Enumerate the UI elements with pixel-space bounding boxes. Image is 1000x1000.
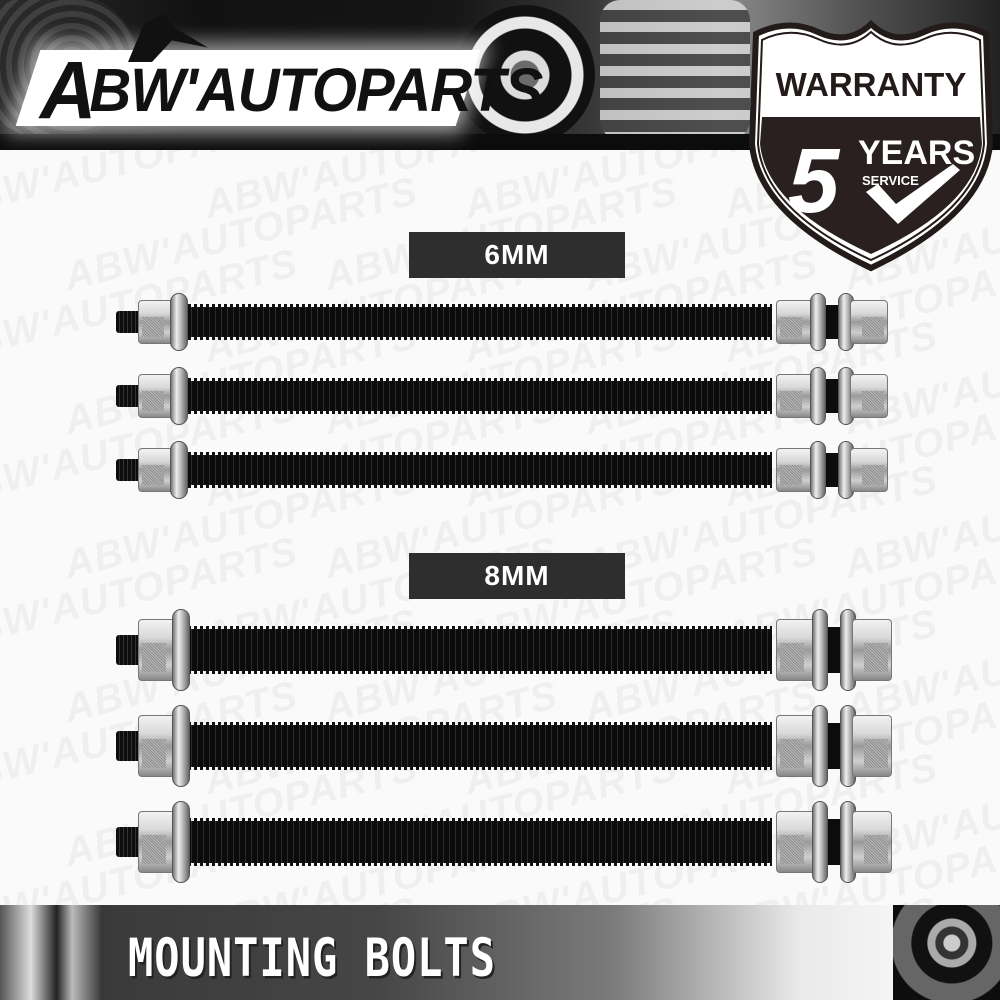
right-nut-inner [776,448,814,492]
right-nut-outer [852,811,892,873]
warranty-years-number: 5 [788,130,841,232]
bolt-thread-gap [828,627,842,673]
brand-logo: A BW'AUTOPARTS [40,43,543,135]
banner-title: MOUNTING BOLTS [128,927,497,989]
bolt-thread [176,626,772,674]
mounting-bolt [116,797,892,887]
mounting-bolt [116,363,888,429]
belt-photo [0,905,103,1000]
mounting-bolt [116,701,892,791]
bolt-thread-gap [828,819,842,865]
watermark-text: ABW'AUTOPARTS [60,169,423,300]
left-flange [172,705,190,787]
size-label-text: 6MM [484,239,550,270]
bolt-thread-gap [826,305,840,339]
bolt-thread-gap [826,453,840,487]
right-nut-outer [850,374,888,418]
left-flange-nut [138,448,176,492]
left-flange-nut [138,374,176,418]
left-flange [170,441,188,499]
warranty-service-label: SERVICE [862,173,919,188]
left-flange [170,293,188,351]
right-flange-inner [812,801,828,883]
right-nut-inner [776,715,816,777]
right-flange-inner [810,441,826,499]
left-flange [172,609,190,691]
bolt-thread [176,722,772,770]
right-nut-inner [776,811,816,873]
right-nut-inner [776,374,814,418]
mounting-bolt [116,605,892,695]
left-flange-nut [138,300,176,344]
size-label-text: 8MM [484,560,550,591]
logo-wordmark: BW'AUTOPARTS [89,55,543,125]
right-flange-inner [812,609,828,691]
footer-banner: MOUNTING BOLTS [0,905,1000,1000]
left-flange-nut [138,811,178,873]
warranty-years-unit: YEARS [858,134,975,172]
right-flange-inner [810,367,826,425]
warranty-badge: WARRANTY 5 YEARS SERVICE [748,14,994,272]
left-flange [172,801,190,883]
left-flange [170,367,188,425]
checkmark-icon [866,164,960,224]
right-flange-inner [810,293,826,351]
right-nut-outer [852,715,892,777]
left-flange-nut [138,619,178,681]
bolt-thread [176,378,772,414]
alternator-photo [600,0,750,140]
bolt-thread-gap [828,723,842,769]
right-nut-outer [852,619,892,681]
warranty-heading: WARRANTY [776,66,967,103]
right-nut-outer [850,300,888,344]
banner-gradient [103,905,893,1000]
mounting-bolt [116,437,888,503]
bolt-thread [176,452,772,488]
right-nut-inner [776,300,814,344]
right-nut-outer [850,448,888,492]
pulley-photo [455,5,595,145]
bolt-thread [176,818,772,866]
right-flange-inner [812,705,828,787]
left-flange-nut [138,715,178,777]
size-label-6mm: 6MM [409,232,625,278]
right-nut-inner [776,619,816,681]
wrench-photo [893,905,1000,1000]
size-label-8mm: 8MM [409,553,625,599]
logo-letter-a: A [40,43,96,136]
bolt-thread [176,304,772,340]
bolt-thread-gap [826,379,840,413]
mounting-bolt [116,289,888,355]
